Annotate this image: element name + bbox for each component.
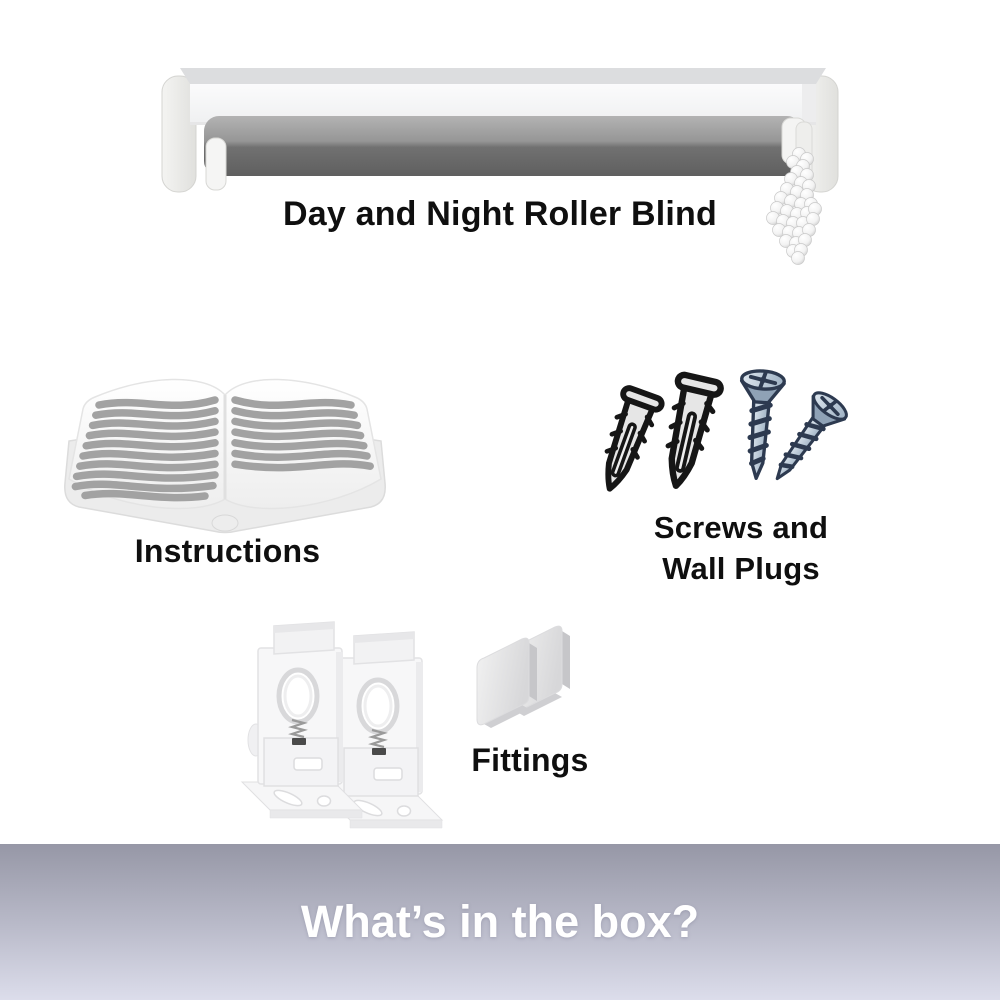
- bead-chain: [766, 147, 822, 265]
- wall-plug-1: [602, 386, 663, 495]
- screws-wall-plugs-label: Screws and Wall Plugs: [605, 508, 877, 590]
- screw-2: [762, 388, 851, 490]
- instructions-book-image: [64, 378, 386, 534]
- screw-1: [735, 370, 785, 480]
- cover-plate-1: [476, 637, 538, 729]
- instructions-label: Instructions: [134, 533, 321, 569]
- roller-blind-label: Day and Night Roller Blind: [282, 195, 717, 233]
- screws-wall-plugs-image: [602, 366, 864, 516]
- screws-label-line1: Screws and: [653, 510, 829, 545]
- left-bracket: [161, 75, 197, 193]
- fittings-label: Fittings: [471, 742, 589, 778]
- text-stripes: [71, 396, 374, 502]
- roller-blind-image: [161, 68, 839, 265]
- screws-label-line2: Wall Plugs: [662, 550, 820, 586]
- headrail-top-face: [180, 68, 826, 84]
- wall-plug-2: [655, 374, 722, 491]
- fittings-image: [228, 600, 571, 832]
- banner-title: What’s in the box?: [300, 896, 700, 947]
- footer-banner: What’s in the box?: [0, 844, 1000, 1000]
- fabric-roller: [204, 116, 802, 176]
